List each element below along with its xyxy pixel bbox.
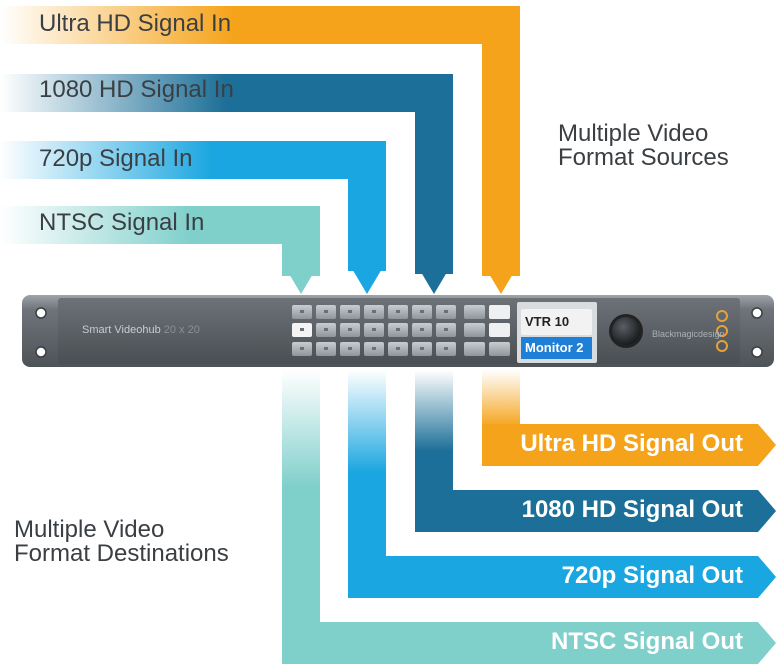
button-indicator <box>324 328 328 331</box>
rack-hole-icon <box>751 307 763 319</box>
button-indicator <box>300 347 304 350</box>
control-button[interactable] <box>464 342 485 356</box>
brand-logo-icon <box>716 310 728 352</box>
control-button[interactable] <box>489 323 510 337</box>
control-button[interactable] <box>464 305 485 319</box>
rack-hole-icon <box>35 307 47 319</box>
input-band-1080-hd <box>0 74 453 294</box>
output-band-1080-hd <box>415 370 776 532</box>
button-indicator <box>324 310 328 313</box>
button-indicator <box>420 328 424 331</box>
output-label-ultra-hd: Ultra HD Signal Out <box>520 430 743 457</box>
button-indicator <box>300 328 304 331</box>
rack-hole-icon <box>35 346 47 358</box>
output-band-ultra-hd <box>482 370 776 466</box>
control-button[interactable] <box>489 342 510 356</box>
input-band-ntsc <box>0 206 320 294</box>
control-button[interactable] <box>464 323 485 337</box>
button-indicator <box>396 347 400 350</box>
button-indicator <box>372 347 376 350</box>
button-indicator <box>396 310 400 313</box>
output-band-ntsc <box>282 370 776 664</box>
input-label-720p: 720p Signal In <box>39 145 193 172</box>
button-grid <box>292 305 510 356</box>
sources-label-line2: Format Sources <box>558 144 729 171</box>
input-label-1080-hd: 1080 HD Signal In <box>39 76 234 103</box>
device-name-text: Smart Videohub <box>82 324 161 336</box>
button-indicator <box>444 328 448 331</box>
button-indicator <box>348 328 352 331</box>
destinations-label-line2: Format Destinations <box>14 540 229 567</box>
button-indicator <box>372 310 376 313</box>
button-indicator <box>444 310 448 313</box>
button-indicator <box>348 347 352 350</box>
input-band-720p <box>0 141 386 294</box>
button-indicator <box>372 328 376 331</box>
device-model: 20 x 20 <box>163 324 200 336</box>
button-indicator <box>300 310 304 313</box>
display-source: VTR 10 <box>521 309 592 335</box>
input-band-ultra-hd <box>0 6 520 294</box>
button-indicator <box>348 310 352 313</box>
destinations-label-line1: Multiple Video <box>14 516 165 543</box>
display-destination: Monitor 2 <box>521 337 592 359</box>
output-label-720p: 720p Signal Out <box>561 562 743 589</box>
input-label-ntsc: NTSC Signal In <box>39 209 205 236</box>
output-label-1080-hd: 1080 HD Signal Out <box>521 496 743 523</box>
control-button[interactable] <box>489 305 510 319</box>
button-indicator <box>420 310 424 313</box>
output-band-720p <box>348 370 776 598</box>
button-indicator <box>444 347 448 350</box>
sources-label-line1: Multiple Video <box>558 120 709 147</box>
brand-name: Blackmagicdesign <box>652 329 725 339</box>
button-indicator <box>324 347 328 350</box>
button-indicator <box>396 328 400 331</box>
device-name: Smart Videohub 20 x 20 <box>82 324 200 336</box>
output-label-ntsc: NTSC Signal Out <box>551 628 743 655</box>
button-indicator <box>420 347 424 350</box>
rack-hole-icon <box>751 346 763 358</box>
input-label-ultra-hd: Ultra HD Signal In <box>39 10 232 37</box>
